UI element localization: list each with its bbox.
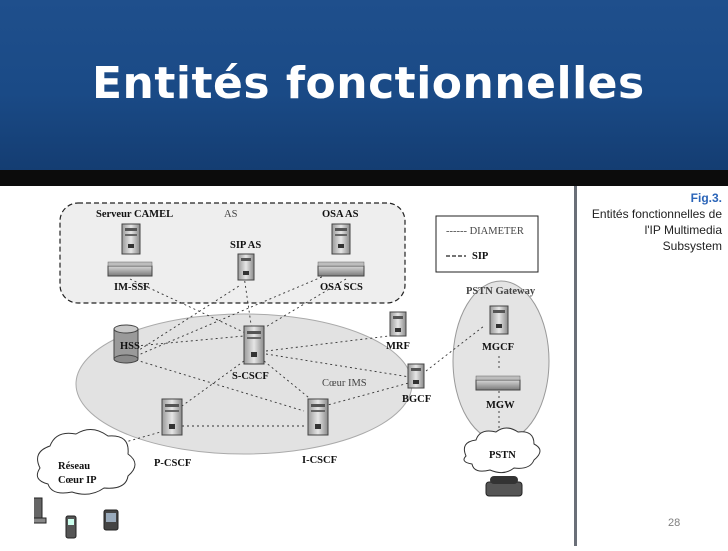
label-bgcf: BGCF [402,394,431,405]
slide-title: Entités fonctionnelles [92,58,645,109]
label-pstn: PSTN [489,450,516,461]
reseau-coeur-ip-cloud [36,429,136,495]
hss-database-icon [113,324,139,364]
serveur-camel-server-icon [121,223,141,255]
label-as: AS [224,209,238,220]
label-coeur-ims: Cœur IMS [322,378,367,389]
caption-fig-label: Fig.3. [690,191,722,205]
label-coeur-ip: Cœur IP [58,475,97,486]
sip-as-server-icon [237,253,255,281]
label-serveur-camel: Serveur CAMEL [96,209,173,220]
label-pstn-gateway: PSTN Gateway [466,286,536,297]
label-reseau: Réseau [58,461,90,472]
label-mgcf: MGCF [482,342,514,353]
pstn-gateway-ellipse [452,280,550,442]
pda-icon [103,509,119,531]
im-ssf-device-icon [107,261,153,277]
s-cscf-server-icon [243,325,265,365]
telephone-icon [485,476,523,497]
ims-architecture-figure: ------ DIAMETER SIP Serveur CAMEL AS OSA [7,186,574,546]
laptop-icon [7,497,47,524]
figure-caption: Fig.3. Entités fonctionnelles de l'IP Mu… [582,190,722,254]
caption-line-1: Entités fonctionnelles de [591,207,722,221]
osa-scs-device-icon [317,261,365,277]
bgcf-server-icon [407,363,425,389]
mgcf-server-icon [489,305,509,335]
legend-box [435,215,539,273]
label-osa-scs: OSA SCS [320,282,363,293]
caption-line-2: l'IP Multimedia Subsystem [644,223,722,253]
mobile-phone-icon [65,515,77,539]
legend-diameter: ------ DIAMETER [446,226,524,237]
legend-sip: SIP [472,251,489,262]
label-i-cscf: I-CSCF [302,455,337,466]
mgw-device-icon [475,375,521,391]
page-number: 28 [668,517,681,529]
label-mgw: MGW [486,400,515,411]
label-osa-as: OSA AS [322,209,359,220]
label-hss: HSS [120,341,140,352]
mrf-server-icon [389,311,407,337]
label-s-cscf: S-CSCF [232,371,269,382]
label-im-ssf: IM-SSF [114,282,150,293]
title-banner [0,0,728,170]
label-mrf: MRF [386,341,410,352]
label-p-cscf: P-CSCF [154,458,191,469]
as-region [59,202,406,304]
i-cscf-server-icon [307,398,329,436]
figure-divider [574,186,577,546]
pstn-cloud [463,427,541,474]
p-cscf-server-icon [161,398,183,436]
label-sip-as: SIP AS [230,240,261,251]
osa-as-server-icon [331,223,351,255]
banner-strip [0,170,728,186]
